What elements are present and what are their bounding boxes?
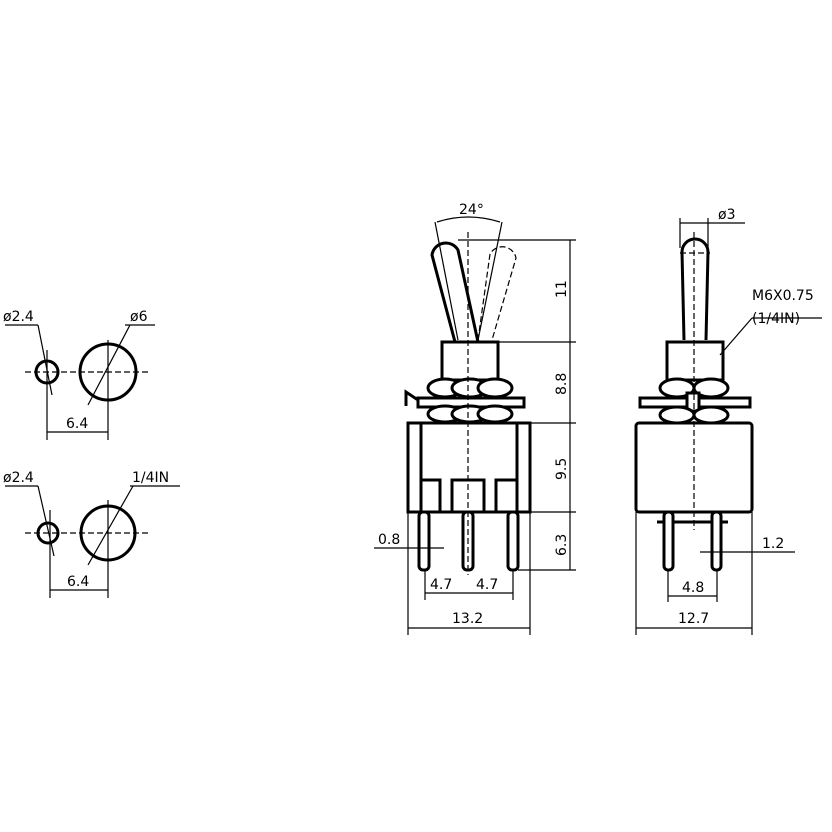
- front-view: 24° 11 8.8 9.5 6.3 0.8 4.7 4.7 13.2: [374, 202, 576, 635]
- thread-label: M6X0.75: [752, 288, 814, 304]
- pin-pitch-left-label: 4.7: [430, 577, 452, 593]
- pin-thickness-label: 1.2: [762, 536, 784, 552]
- pin-pitch-label: 4.8: [682, 580, 704, 596]
- spacing-label: 6.4: [66, 416, 88, 432]
- large-dia-label: ø6: [130, 309, 148, 325]
- mounting-hole-top: ø2.4 ø6 6.4: [3, 309, 155, 440]
- body-width-label: 13.2: [452, 611, 483, 627]
- mounting-hole-bottom: ø2.4 1/4IN 6.4: [3, 470, 180, 598]
- pin-length-label: 6.3: [554, 534, 570, 556]
- body-width-label: 12.7: [678, 611, 709, 627]
- large-dia-label: 1/4IN: [132, 470, 169, 486]
- lever-dia-label: ø3: [718, 207, 735, 223]
- side-view: ø3 M6X0.75 (1/4IN) 1.2 4.8 12.7: [634, 207, 822, 635]
- lever-height-label: 11: [554, 280, 570, 298]
- thread-alt-label: (1/4IN): [752, 311, 800, 327]
- pin-width-label: 0.8: [378, 532, 400, 548]
- angle-label: 24°: [459, 202, 484, 218]
- bushing-height-label: 8.8: [554, 373, 570, 395]
- pin-pitch-right-label: 4.7: [476, 577, 498, 593]
- small-dia-label: ø2.4: [3, 470, 34, 486]
- body-height-label: 9.5: [554, 458, 570, 480]
- spacing-label: 6.4: [67, 574, 89, 590]
- small-dia-label: ø2.4: [3, 309, 34, 325]
